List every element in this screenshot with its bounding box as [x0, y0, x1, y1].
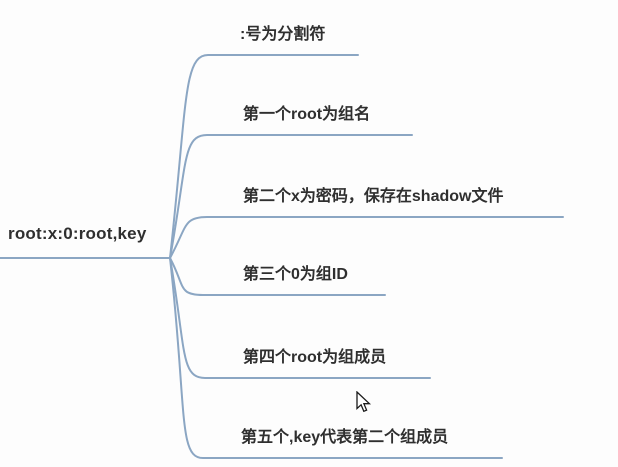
- branch-connector-3: [169, 216, 564, 259]
- branch-connector-1: [169, 54, 359, 259]
- mindmap-branch-separator[interactable]: :号为分割符: [240, 26, 326, 43]
- branch-connector-4: [169, 257, 386, 296]
- mindmap-branch-second-member[interactable]: 第五个,key代表第二个组成员: [241, 429, 449, 446]
- mindmap-branch-group-member[interactable]: 第四个root为组成员: [243, 349, 387, 366]
- mindmap-branch-group-id[interactable]: 第三个0为组ID: [243, 266, 348, 283]
- mindmap-root-node[interactable]: root:x:0:root,key: [8, 224, 147, 243]
- mindmap-branch-password[interactable]: 第二个x为密码，保存在shadow文件: [243, 188, 504, 205]
- branch-connector-6: [169, 257, 503, 459]
- branch-connector-5: [169, 257, 431, 379]
- branch-connector-2: [169, 134, 413, 259]
- mindmap-branch-group-name[interactable]: 第一个root为组名: [243, 106, 371, 123]
